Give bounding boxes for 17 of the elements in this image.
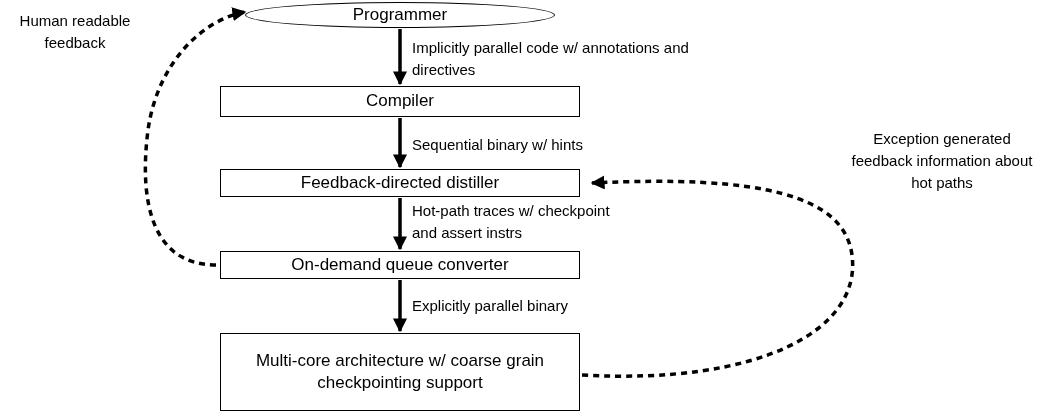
dashed-arrow <box>581 175 854 378</box>
process-box: Compiler <box>220 86 580 117</box>
edge-label: Human readable feedback <box>18 11 132 53</box>
process-box: On-demand queue converter <box>220 251 580 279</box>
edge-label: Exception generated feedback information about hot paths <box>850 129 1034 193</box>
dashed-arrow <box>143 8 247 267</box>
process-box: Feedback-directed distiller <box>220 169 580 197</box>
arrow <box>393 198 407 251</box>
edge-label: Implicitly parallel code w/ annotations and directives <box>412 38 690 80</box>
ellipse-node: Programmer <box>245 2 555 28</box>
edge-label: Hot-path traces w/ checkpoint and assert instrs <box>412 201 611 243</box>
arrow <box>393 280 407 333</box>
edge-label: Sequential binary w/ hints <box>412 135 584 155</box>
edge-label: Explicitly parallel binary <box>412 296 569 316</box>
process-box: Multi-core architecture w/ coarse grain checkpointing support <box>220 333 580 411</box>
arrow <box>393 29 407 86</box>
arrow <box>393 118 407 169</box>
